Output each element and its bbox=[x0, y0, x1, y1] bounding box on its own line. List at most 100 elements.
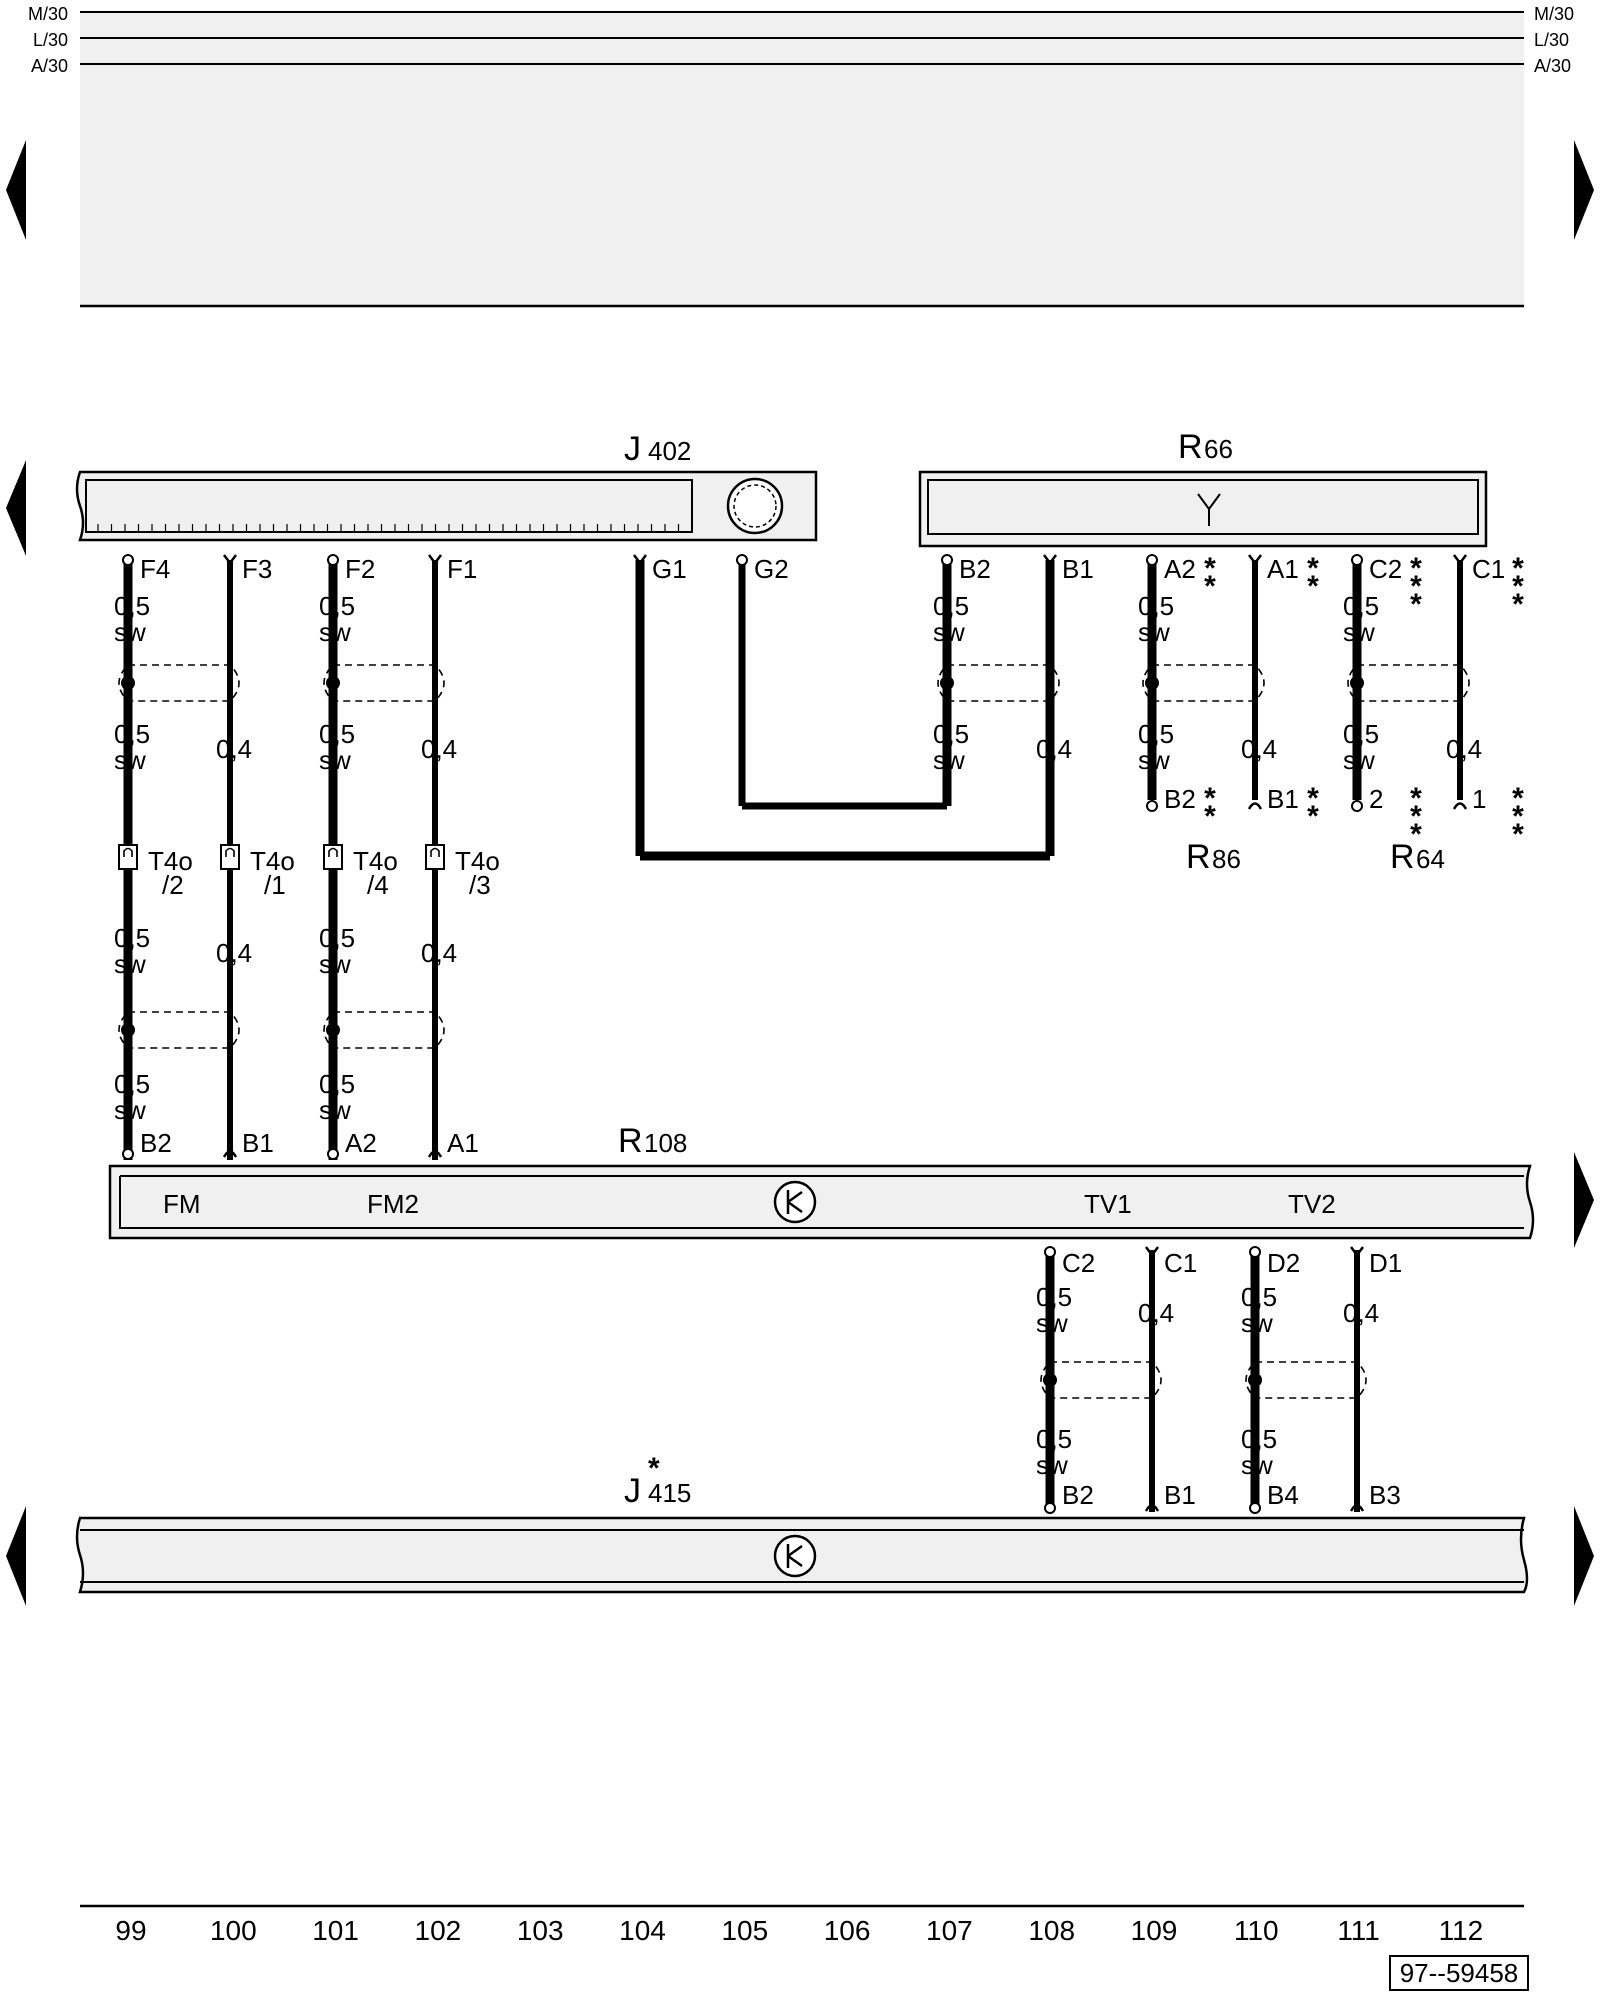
r64-pin-label: 1 bbox=[1472, 784, 1486, 814]
j402-inner-panel bbox=[85, 479, 693, 533]
j415-pin-label: B2 bbox=[1062, 1480, 1094, 1510]
wire-gauge-label: 0,5 bbox=[114, 719, 150, 749]
svg-text:*: * bbox=[1410, 552, 1422, 585]
document-number-frame bbox=[1389, 1955, 1529, 1991]
component-j402: J 402 bbox=[75, 430, 818, 542]
j402-pin-label: F3 bbox=[242, 554, 272, 584]
column-number: 102 bbox=[415, 1915, 462, 1946]
wire-color-label: sw bbox=[319, 617, 351, 647]
wire-color-label: sw bbox=[114, 1095, 146, 1125]
r108-section-fm: FM bbox=[163, 1189, 201, 1219]
r66-label-letter: R bbox=[1178, 428, 1203, 466]
sensor-pin-marker bbox=[1452, 802, 1468, 811]
r86-label-number: 86 bbox=[1212, 844, 1241, 874]
wires bbox=[123, 560, 1463, 1512]
next-page-arrow-icon[interactable] bbox=[1574, 1152, 1594, 1248]
r64-pin-label: 2 bbox=[1369, 784, 1383, 814]
svg-text:*: * bbox=[1512, 570, 1524, 603]
r86-b1-stars: ** bbox=[1307, 782, 1319, 833]
j402-pin-marker bbox=[736, 554, 748, 566]
r108-housing bbox=[108, 1164, 1535, 1240]
svg-text:*: * bbox=[1307, 800, 1319, 833]
prev-page-arrow-icon[interactable] bbox=[6, 140, 26, 240]
column-number: 111 bbox=[1337, 1915, 1380, 1946]
j402-pin-marker bbox=[327, 554, 339, 566]
component-r66: R 66 bbox=[918, 428, 1488, 548]
j415-pin-label: B4 bbox=[1267, 1480, 1299, 1510]
connector-pin: /2 bbox=[162, 870, 184, 900]
connector-t4o bbox=[220, 844, 240, 870]
wire-color-label: sw bbox=[114, 949, 146, 979]
sensor-pin-marker bbox=[1146, 800, 1158, 812]
j402-label-letter: J bbox=[624, 430, 641, 468]
svg-text:*: * bbox=[1410, 818, 1422, 851]
connector-pin: /4 bbox=[367, 870, 389, 900]
sensor-pin-marker bbox=[1351, 800, 1363, 812]
wire-color-label: sw bbox=[933, 617, 965, 647]
j402-gauge-icon bbox=[726, 477, 784, 535]
column-number: 109 bbox=[1131, 1915, 1178, 1946]
svg-text:*: * bbox=[1512, 800, 1524, 833]
column-number: 105 bbox=[721, 1915, 768, 1946]
r86-b2-stars: ** bbox=[1204, 782, 1216, 833]
prev-page-arrow-icon[interactable] bbox=[6, 1506, 26, 1606]
j402-pin-label: G2 bbox=[754, 554, 789, 584]
wire-color-label: sw bbox=[114, 617, 146, 647]
document-number-box: 97--59458 bbox=[1389, 1955, 1529, 1991]
amplifier-icon bbox=[773, 1180, 817, 1224]
wire-gauge-label: 0,5 bbox=[114, 1069, 150, 1099]
rail-area bbox=[80, 12, 1524, 306]
r64-label-letter: R bbox=[1390, 838, 1415, 876]
r108-bottom-pin-label: D1 bbox=[1369, 1248, 1402, 1278]
column-number: 99 bbox=[115, 1915, 146, 1946]
wire-gauge-label: 0,4 bbox=[1241, 734, 1277, 764]
next-page-arrow-icon[interactable] bbox=[1574, 1506, 1594, 1606]
j402-pin-label: F4 bbox=[140, 554, 170, 584]
column-number: 107 bbox=[926, 1915, 973, 1946]
antenna-icon bbox=[1197, 493, 1221, 526]
svg-text:*: * bbox=[1512, 552, 1524, 585]
component-r108: R 108 FM FM2 TV1 TV2 bbox=[108, 1122, 1535, 1240]
r66-pin-label: B2 bbox=[959, 554, 991, 584]
connector-t4o bbox=[118, 844, 138, 870]
j402-pin-marker bbox=[122, 554, 134, 566]
r66-pin-label: C2 bbox=[1369, 554, 1402, 584]
rail-label-right-l30: L/30 bbox=[1534, 30, 1569, 50]
r108-bottom-pin-marker bbox=[1044, 1246, 1056, 1258]
wire-gauge-label: 0,5 bbox=[319, 923, 355, 953]
wire-gauge-label: 0,4 bbox=[421, 734, 457, 764]
j402-gauge-dash bbox=[733, 484, 777, 528]
j402-label-number: 402 bbox=[648, 436, 691, 466]
component-r64: R 64 bbox=[1390, 838, 1445, 876]
r66-a2-stars: ** bbox=[1204, 552, 1216, 603]
connector-name: T4o bbox=[353, 846, 398, 876]
r86-label-letter: R bbox=[1186, 838, 1211, 876]
j415-pin-marker bbox=[1044, 1502, 1056, 1514]
r66-pin-label: B1 bbox=[1062, 554, 1094, 584]
r108-section-fm2: FM2 bbox=[367, 1189, 419, 1219]
amplifier-symbol bbox=[786, 1190, 803, 1214]
j402-pin-label: G1 bbox=[652, 554, 687, 584]
j415-pin-marker bbox=[1249, 1502, 1261, 1514]
prev-page-arrow-icon[interactable] bbox=[6, 460, 26, 556]
supply-rails: M/30 L/30 A/30 M/30 L/30 A/30 bbox=[28, 4, 1574, 308]
connector-pin: /3 bbox=[469, 870, 491, 900]
wire-color-label: sw bbox=[1241, 1450, 1273, 1480]
pin-and-wire-labels: F4B2T4o/20,5sw0,5sw0,5sw0,5swF3B1T4o/10,… bbox=[114, 552, 1524, 1514]
r66-a1-stars: ** bbox=[1307, 552, 1319, 603]
svg-text:*: * bbox=[1512, 588, 1524, 621]
next-page-arrow-icon[interactable] bbox=[1574, 140, 1594, 240]
r108-section-tv2: TV2 bbox=[1288, 1189, 1336, 1219]
svg-text:*: * bbox=[1204, 782, 1216, 815]
wire-gauge-label: 0,5 bbox=[1343, 719, 1379, 749]
r66-pin-marker bbox=[1247, 553, 1263, 565]
wire-gauge-label: 0,5 bbox=[1138, 719, 1174, 749]
shield-pair-r66-b bbox=[937, 664, 1060, 702]
sensor-pin-marker bbox=[1247, 802, 1263, 811]
j415-inner-lines bbox=[80, 1529, 1524, 1583]
document-number: 97--59458 bbox=[1400, 1958, 1519, 1988]
control-unit-icon bbox=[773, 1534, 817, 1578]
svg-text:*: * bbox=[1512, 818, 1524, 851]
